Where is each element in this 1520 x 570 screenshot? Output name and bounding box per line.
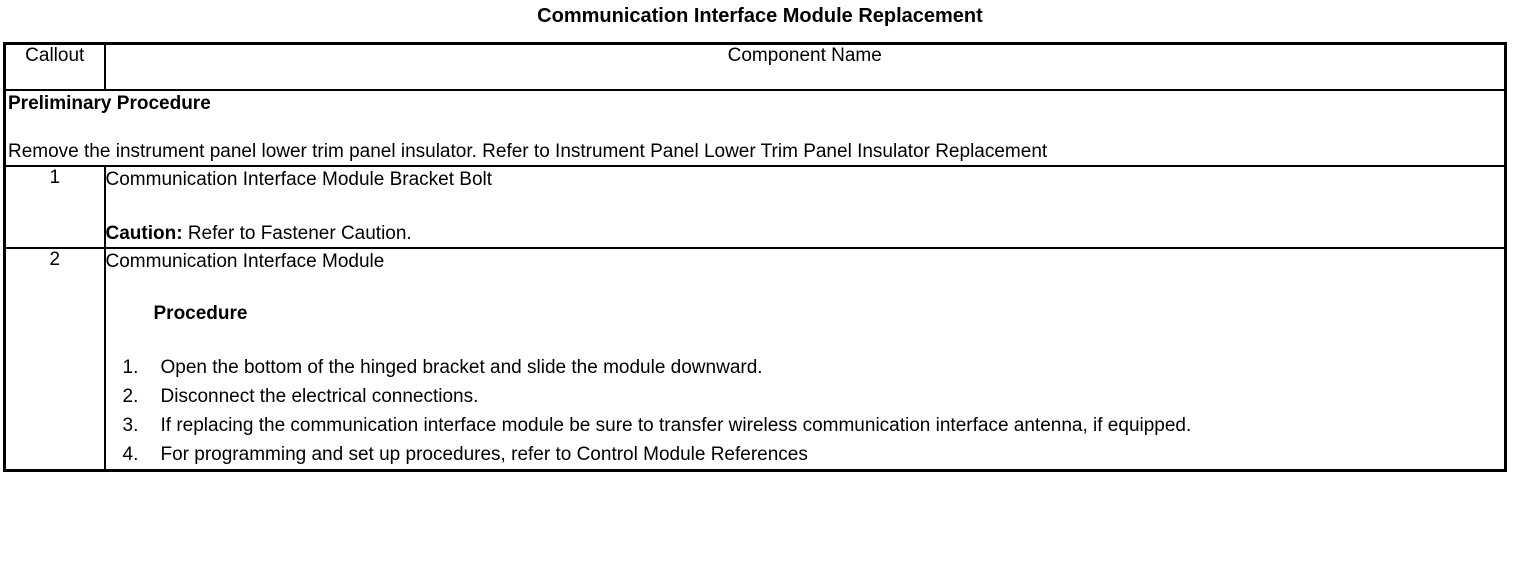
step-text: If replacing the communication interface… [160, 415, 1192, 436]
table-row: 2 Communication Interface Module Procedu… [3, 247, 1507, 472]
preliminary-procedure-cell: Preliminary Procedure Remove the instrum… [3, 89, 1507, 167]
component-cell-2: Communication Interface Module Procedure… [103, 247, 1507, 472]
preliminary-procedure-row: Preliminary Procedure Remove the instrum… [3, 89, 1507, 167]
step-number: 4. [122, 444, 139, 465]
component-cell-1: Communication Interface Module Bracket B… [103, 165, 1507, 249]
caution-line-1: Caution: Refer to Fastener Caution. [106, 193, 1505, 247]
step-number: 2. [122, 386, 139, 407]
table-header-row: Callout Component Name [3, 42, 1507, 91]
callout-number-1: 1 [3, 165, 106, 249]
step-number: 3. [122, 415, 139, 436]
caution-label: Caution: [105, 223, 183, 244]
column-header-callout: Callout [3, 42, 106, 91]
list-item: 1. Open the bottom of the hinged bracket … [106, 353, 1505, 382]
procedure-step-list: 1. Open the bottom of the hinged bracket … [106, 327, 1505, 469]
component-name-2: Communication Interface Module [105, 251, 385, 272]
caution-text: Refer to Fastener Caution. [182, 223, 412, 244]
procedure-heading: Procedure [153, 303, 248, 324]
step-text: For programming and set up procedures, r… [160, 444, 808, 465]
step-text: Disconnect the electrical connections. [160, 386, 479, 407]
step-text: Open the bottom of the hinged bracket an… [160, 357, 763, 378]
list-item: 3. If replacing the communication interfa… [106, 411, 1505, 440]
table-row: 1 Communication Interface Module Bracket… [3, 165, 1507, 249]
column-header-component-name: Component Name [103, 42, 1507, 91]
step-number: 1. [122, 357, 139, 378]
component-name-1: Communication Interface Module Bracket B… [105, 169, 493, 190]
list-item: 2. Disconnect the electrical connections. [106, 382, 1505, 411]
preliminary-procedure-heading: Preliminary Procedure [8, 93, 211, 114]
callout-number-2: 2 [3, 247, 106, 472]
procedure-table: Callout Component Name Preliminary Proce… [3, 42, 1507, 472]
preliminary-procedure-text: Remove the instrument panel lower trim p… [8, 141, 1048, 162]
list-item: 4. For programming and set up procedures,… [106, 440, 1505, 469]
page-title: Communication Interface Module Replaceme… [537, 5, 983, 27]
